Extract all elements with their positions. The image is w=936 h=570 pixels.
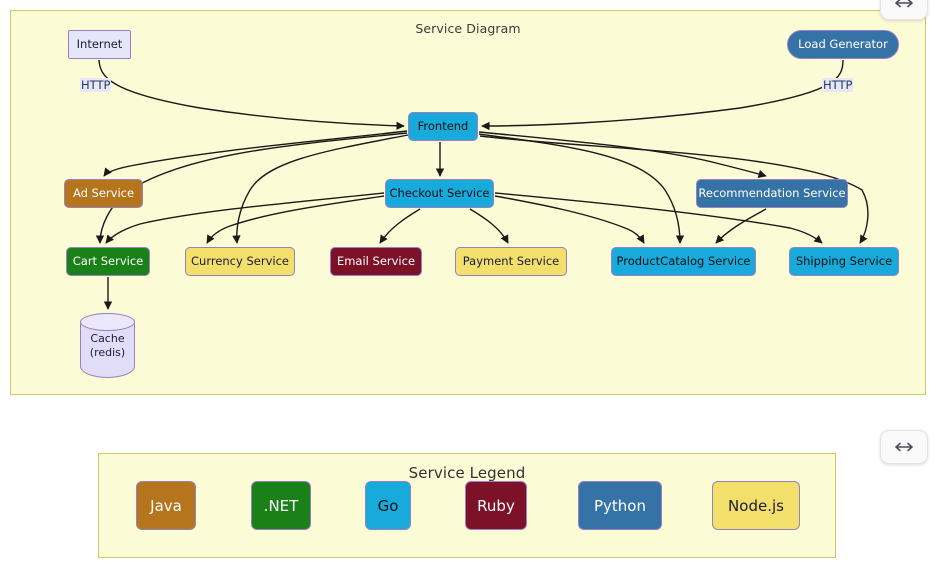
legend-item-python-label: Python bbox=[594, 496, 646, 515]
node-frontend[interactable]: Frontend bbox=[408, 112, 478, 141]
legend-item-dotnet[interactable]: .NET bbox=[251, 481, 311, 530]
node-internet-label: Internet bbox=[76, 37, 123, 52]
node-frontend-label: Frontend bbox=[417, 119, 469, 134]
node-recommendation-service[interactable]: Recommendation Service bbox=[696, 179, 848, 208]
resize-legend-button[interactable] bbox=[880, 430, 928, 464]
node-internet[interactable]: Internet bbox=[68, 30, 131, 59]
node-currency-service[interactable]: Currency Service bbox=[185, 247, 295, 276]
node-shipping-service[interactable]: Shipping Service bbox=[789, 247, 899, 276]
node-currency-service-label: Currency Service bbox=[191, 254, 289, 269]
node-ad-service[interactable]: Ad Service bbox=[64, 179, 143, 208]
edge-label-http-loadgen: HTTP bbox=[822, 78, 854, 92]
legend-item-nodejs-label: Node.js bbox=[728, 496, 784, 515]
legend-item-ruby-label: Ruby bbox=[477, 496, 515, 515]
legend-title: Service Legend bbox=[408, 464, 526, 482]
node-cart-service-label: Cart Service bbox=[72, 254, 144, 269]
edge-label-http-internet: HTTP bbox=[80, 78, 112, 92]
diagram-title: Service Diagram bbox=[415, 21, 521, 36]
node-checkout-service-label: Checkout Service bbox=[389, 186, 490, 201]
resize-diagram-button[interactable] bbox=[880, 0, 928, 20]
node-load-generator-label: Load Generator bbox=[798, 37, 888, 52]
horizontal-resize-icon bbox=[895, 442, 913, 452]
node-payment-service[interactable]: Payment Service bbox=[455, 247, 567, 276]
node-email-service-label: Email Service bbox=[336, 254, 416, 269]
node-productcatalog-service-label: ProductCatalog Service bbox=[616, 254, 751, 269]
node-cart-service[interactable]: Cart Service bbox=[66, 247, 150, 276]
node-shipping-service-label: Shipping Service bbox=[795, 254, 893, 269]
node-cache-redis-label: Cache(redis) bbox=[89, 331, 126, 359]
legend-item-go[interactable]: Go bbox=[365, 481, 411, 530]
legend-item-python[interactable]: Python bbox=[578, 481, 662, 530]
legend-item-java[interactable]: Java bbox=[136, 481, 196, 530]
node-productcatalog-service[interactable]: ProductCatalog Service bbox=[611, 247, 756, 276]
node-load-generator[interactable]: Load Generator bbox=[787, 30, 899, 59]
legend-item-dotnet-label: .NET bbox=[263, 496, 299, 515]
legend-item-nodejs[interactable]: Node.js bbox=[712, 481, 800, 530]
legend-item-go-label: Go bbox=[377, 496, 399, 515]
legend-item-ruby[interactable]: Ruby bbox=[465, 481, 527, 530]
legend-item-java-label: Java bbox=[150, 496, 182, 515]
node-ad-service-label: Ad Service bbox=[72, 186, 135, 201]
node-recommendation-service-label: Recommendation Service bbox=[698, 186, 846, 201]
node-checkout-service[interactable]: Checkout Service bbox=[385, 179, 494, 208]
node-cache-redis[interactable]: Cache(redis) bbox=[80, 313, 135, 378]
node-email-service[interactable]: Email Service bbox=[330, 247, 422, 276]
horizontal-resize-icon bbox=[895, 0, 913, 8]
node-payment-service-label: Payment Service bbox=[462, 254, 560, 269]
